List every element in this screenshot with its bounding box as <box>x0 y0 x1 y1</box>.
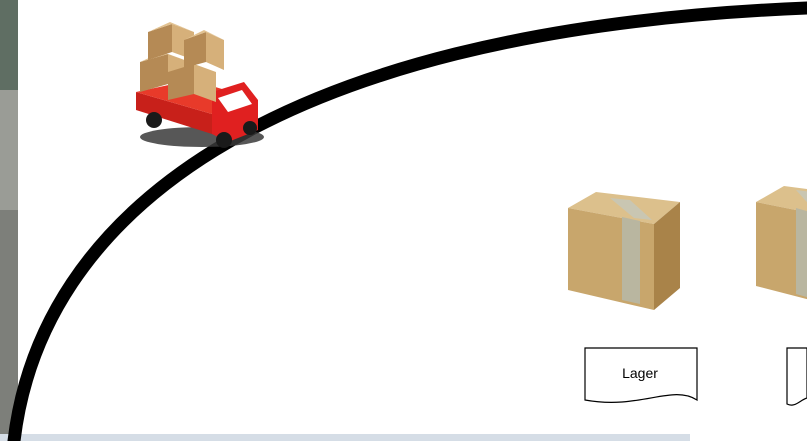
document-flag-icon <box>584 347 698 403</box>
road-curve <box>7 1 807 441</box>
cardboard-box-icon <box>568 192 680 310</box>
cardboard-box-icon <box>756 186 807 300</box>
document-label-lager: Lager <box>622 365 658 381</box>
bottom-strip <box>0 434 690 441</box>
document-flag-icon <box>786 347 807 406</box>
delivery-truck-icon <box>136 22 264 148</box>
